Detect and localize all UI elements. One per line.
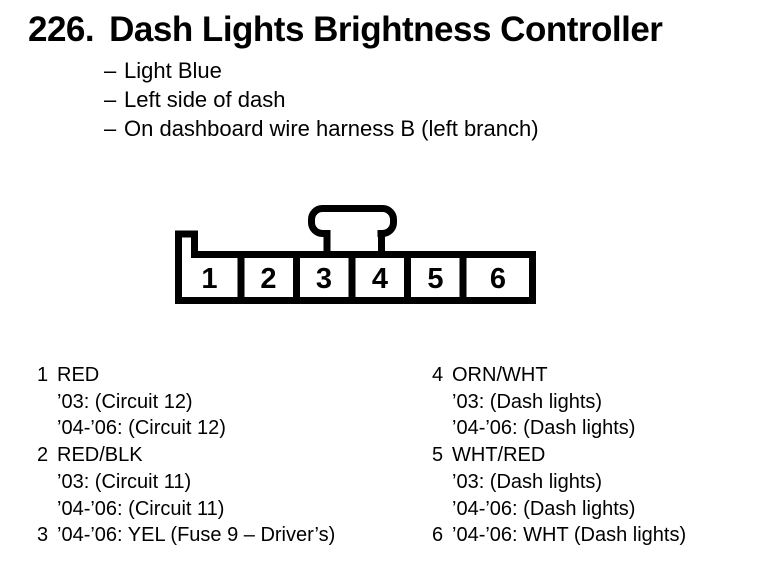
pin-number: 6	[432, 524, 444, 547]
pin-wire-label: RED	[57, 364, 100, 386]
page-header: 226. Dash Lights Brightness Controller	[28, 9, 663, 51]
pin-line: 3 ’04-’06: YEL (Fuse 9 – Driver’s)	[30, 522, 335, 549]
pin-line: ’04-’06: (Circuit 11)	[30, 496, 335, 523]
bullet-dash: –	[104, 58, 117, 83]
pin-list-right: 4 ORN/WHT ’03: (Dash lights) ’04-’06: (D…	[425, 362, 686, 549]
pin-line: ’03: (Dash lights)	[425, 389, 686, 416]
latch-neck-opening	[330, 226, 378, 252]
pin-wire-detail: ’03: (Circuit 12)	[57, 390, 193, 413]
connector-diagram: 1 2 3 4 5 6	[175, 205, 536, 304]
pin-line: ’04-’06: (Dash lights)	[425, 415, 686, 442]
section-number: 226.	[28, 10, 95, 49]
pin-line: 4 ORN/WHT	[425, 362, 686, 389]
pin-cell-number: 5	[427, 263, 443, 295]
pin-line: ’03: (Dash lights)	[425, 469, 686, 496]
pin-line: ’04-’06: (Dash lights)	[425, 496, 686, 523]
bullet-item: – On dashboard wire harness B (left bran…	[104, 114, 539, 143]
pin-line: 5 WHT/RED	[425, 442, 686, 469]
pin-line: ’04-’06: (Circuit 12)	[30, 415, 335, 442]
pin-number: 1	[37, 364, 49, 386]
pin-line: ’03: (Circuit 11)	[30, 469, 335, 496]
pin-wire-label: WHT/RED	[452, 444, 546, 467]
bullet-item: – Light Blue	[104, 56, 539, 85]
pin-wire-detail: ’03: (Dash lights)	[452, 470, 603, 493]
pin-cell-number: 2	[260, 263, 276, 295]
pin-wire-detail: ’03: (Dash lights)	[452, 390, 603, 413]
pin-number: 5	[432, 444, 444, 467]
pin-number: 2	[37, 444, 49, 467]
pin-wire-detail: ’03: (Circuit 11)	[57, 470, 192, 493]
bullet-text: Left side of dash	[124, 87, 286, 112]
pin-cell-number: 3	[316, 263, 332, 295]
pin-line: 1 RED	[30, 362, 335, 389]
pin-cell-number: 4	[372, 263, 388, 295]
pin-wire-detail: ’04-’06: (Dash lights)	[452, 417, 636, 440]
pin-line: 2 RED/BLK	[30, 442, 335, 469]
pin-wire-label: RED/BLK	[57, 444, 143, 467]
pin-number: 3	[37, 524, 49, 547]
bullet-dash: –	[104, 116, 117, 141]
bullet-text: On dashboard wire harness B (left branch…	[124, 116, 539, 141]
page-title: Dash Lights Brightness Controller	[109, 10, 663, 49]
pin-wire-label: ORN/WHT	[452, 364, 548, 386]
pin-wire-detail: ’04-’06: (Dash lights)	[452, 497, 636, 520]
pin-list-left: 1 RED ’03: (Circuit 12) ’04-’06: (Circui…	[30, 362, 335, 549]
bullet-item: – Left side of dash	[104, 85, 539, 114]
pin-wire-detail: ’04-’06: (Circuit 11)	[57, 497, 225, 520]
pin-wire-detail: ’04-’06: (Circuit 12)	[57, 417, 226, 440]
pin-cell-dividers	[237, 252, 467, 303]
bullet-dash: –	[104, 87, 117, 112]
pin-cell-number: 1	[201, 263, 217, 295]
pin-wire-label: ’04-’06: YEL (Fuse 9 – Driver’s)	[57, 524, 336, 547]
pin-line: ’03: (Circuit 12)	[30, 389, 335, 416]
pin-number: 4	[432, 364, 444, 386]
pin-line: 6 ’04-’06: WHT (Dash lights)	[425, 522, 686, 549]
detail-bullets: – Light Blue – Left side of dash – On da…	[104, 56, 539, 143]
pin-cell-number: 6	[490, 263, 506, 295]
pin-wire-label: ’04-’06: WHT (Dash lights)	[452, 524, 687, 547]
bullet-text: Light Blue	[124, 58, 222, 83]
